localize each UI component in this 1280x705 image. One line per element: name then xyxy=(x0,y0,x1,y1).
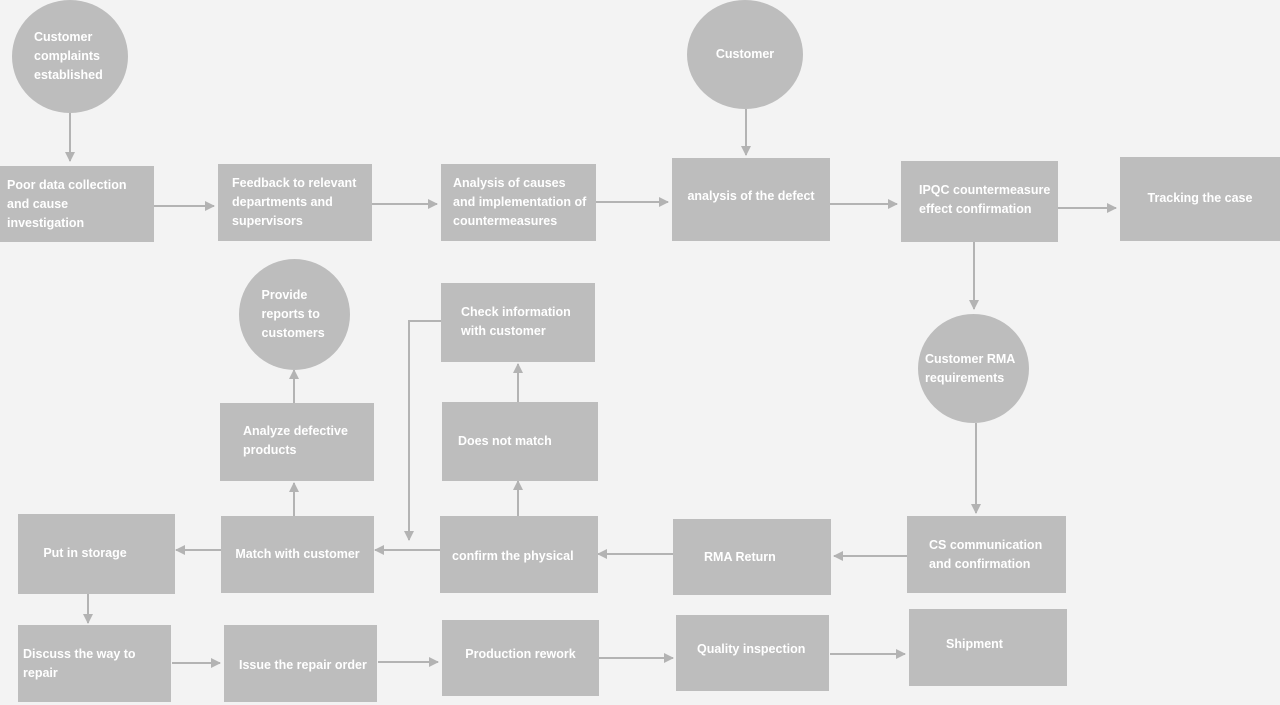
node-match-customer: Match with customer xyxy=(221,516,374,593)
node-shipment: Shipment xyxy=(909,609,1067,686)
node-check-info: Check information with customer xyxy=(441,283,595,362)
node-analysis-defect: analysis of the defect xyxy=(672,158,830,241)
node-put-storage: Put in storage xyxy=(18,514,175,594)
node-analysis-causes: Analysis of causes and implementation of… xyxy=(441,164,596,241)
node-tracking: Tracking the case xyxy=(1120,157,1280,241)
node-issue-repair: Issue the repair order xyxy=(224,625,377,702)
node-customer: Customer xyxy=(687,0,803,109)
node-discuss-repair: Discuss the way to repair xyxy=(18,625,171,702)
node-provide-reports: Provide reports to customers xyxy=(239,259,350,370)
node-ipqc: IPQC countermeasure effect confirmation xyxy=(901,161,1058,242)
node-production-rework: Production rework xyxy=(442,620,599,696)
node-quality-inspection: Quality inspection xyxy=(676,615,829,691)
node-analyze-defective: Analyze defective products xyxy=(220,403,374,481)
node-does-not-match: Does not match xyxy=(442,402,598,481)
node-cs-communication: CS communication and confirmation xyxy=(907,516,1066,593)
node-rma-return: RMA Return xyxy=(673,519,831,595)
node-customer-complaints: Customer complaints established xyxy=(12,0,128,113)
node-poor-data: Poor data collection and cause investiga… xyxy=(0,166,154,242)
arrow-check-to-match xyxy=(404,320,441,541)
node-customer-rma: Customer RMA requirements xyxy=(918,314,1029,423)
node-feedback: Feedback to relevant departments and sup… xyxy=(218,164,372,241)
node-confirm-physical: confirm the physical xyxy=(440,516,598,593)
